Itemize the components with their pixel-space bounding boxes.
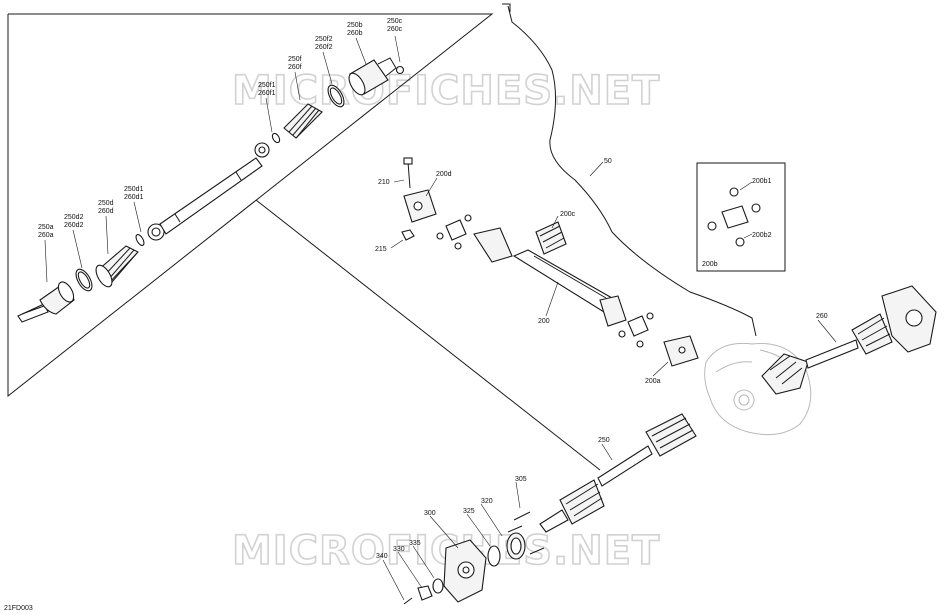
label-300: 300 (424, 510, 436, 517)
label-260f1: 260f1 (258, 90, 276, 97)
label-340: 340 (376, 553, 388, 560)
exploded-drive-shaft (17, 57, 405, 323)
label-260: 260 (816, 313, 828, 320)
label-200a: 200a (645, 378, 661, 385)
label-215: 215 (375, 246, 387, 253)
label-305: 305 (515, 476, 527, 483)
drive-shaft-260 (761, 285, 937, 395)
label-335: 335 (409, 540, 421, 547)
detail-box-200b (696, 162, 786, 272)
label-200b2: 200b2 (752, 232, 772, 239)
label-260b: 260b (347, 30, 363, 37)
label-260d: 260d (98, 208, 114, 215)
label-260f: 260f (288, 64, 302, 71)
label-250a: 250a (38, 224, 54, 231)
label-250d2: 250d2 (64, 214, 84, 221)
label-50: 50 (604, 158, 612, 165)
label-250d: 250d (98, 200, 114, 207)
label-250: 250 (598, 437, 610, 444)
label-250f2: 250f2 (315, 36, 333, 43)
label-250f1: 250f1 (258, 82, 276, 89)
figure-reference: 21FD003 (4, 605, 33, 612)
label-250d1: 250d1 (124, 186, 144, 193)
cable-50 (507, 5, 757, 337)
label-260f2: 260f2 (315, 44, 333, 51)
label-210: 210 (378, 179, 390, 186)
exploded-view-frame (7, 13, 494, 398)
label-250b: 250b (347, 22, 363, 29)
label-200c: 200c (560, 211, 576, 218)
label-250f: 250f (288, 56, 302, 63)
label-260c: 260c (387, 26, 403, 33)
watermark-top: MICROFICHES.NET (232, 68, 660, 114)
part-labels: 250a 260a 250d2 260d2 250d 260d 250d1 26… (38, 18, 828, 560)
u-joint-detail (707, 187, 761, 247)
differential-housing (704, 342, 812, 436)
label-330: 330 (393, 546, 405, 553)
label-200b1: 200b1 (752, 178, 772, 185)
label-200b: 200b (702, 261, 718, 268)
label-250c: 250c (387, 18, 403, 25)
label-200: 200 (538, 318, 550, 325)
connector-line-exploded (255, 199, 601, 471)
label-260d2: 260d2 (64, 222, 84, 229)
wheel-hub-assembly (403, 511, 545, 605)
propeller-shaft (401, 157, 699, 367)
label-260d1: 260d1 (124, 194, 144, 201)
label-325: 325 (463, 508, 475, 515)
leader-lines (44, 35, 837, 601)
label-320: 320 (481, 498, 493, 505)
label-200d: 200d (436, 171, 452, 178)
drive-shaft-250 (539, 413, 697, 533)
label-260a: 260a (38, 232, 54, 239)
